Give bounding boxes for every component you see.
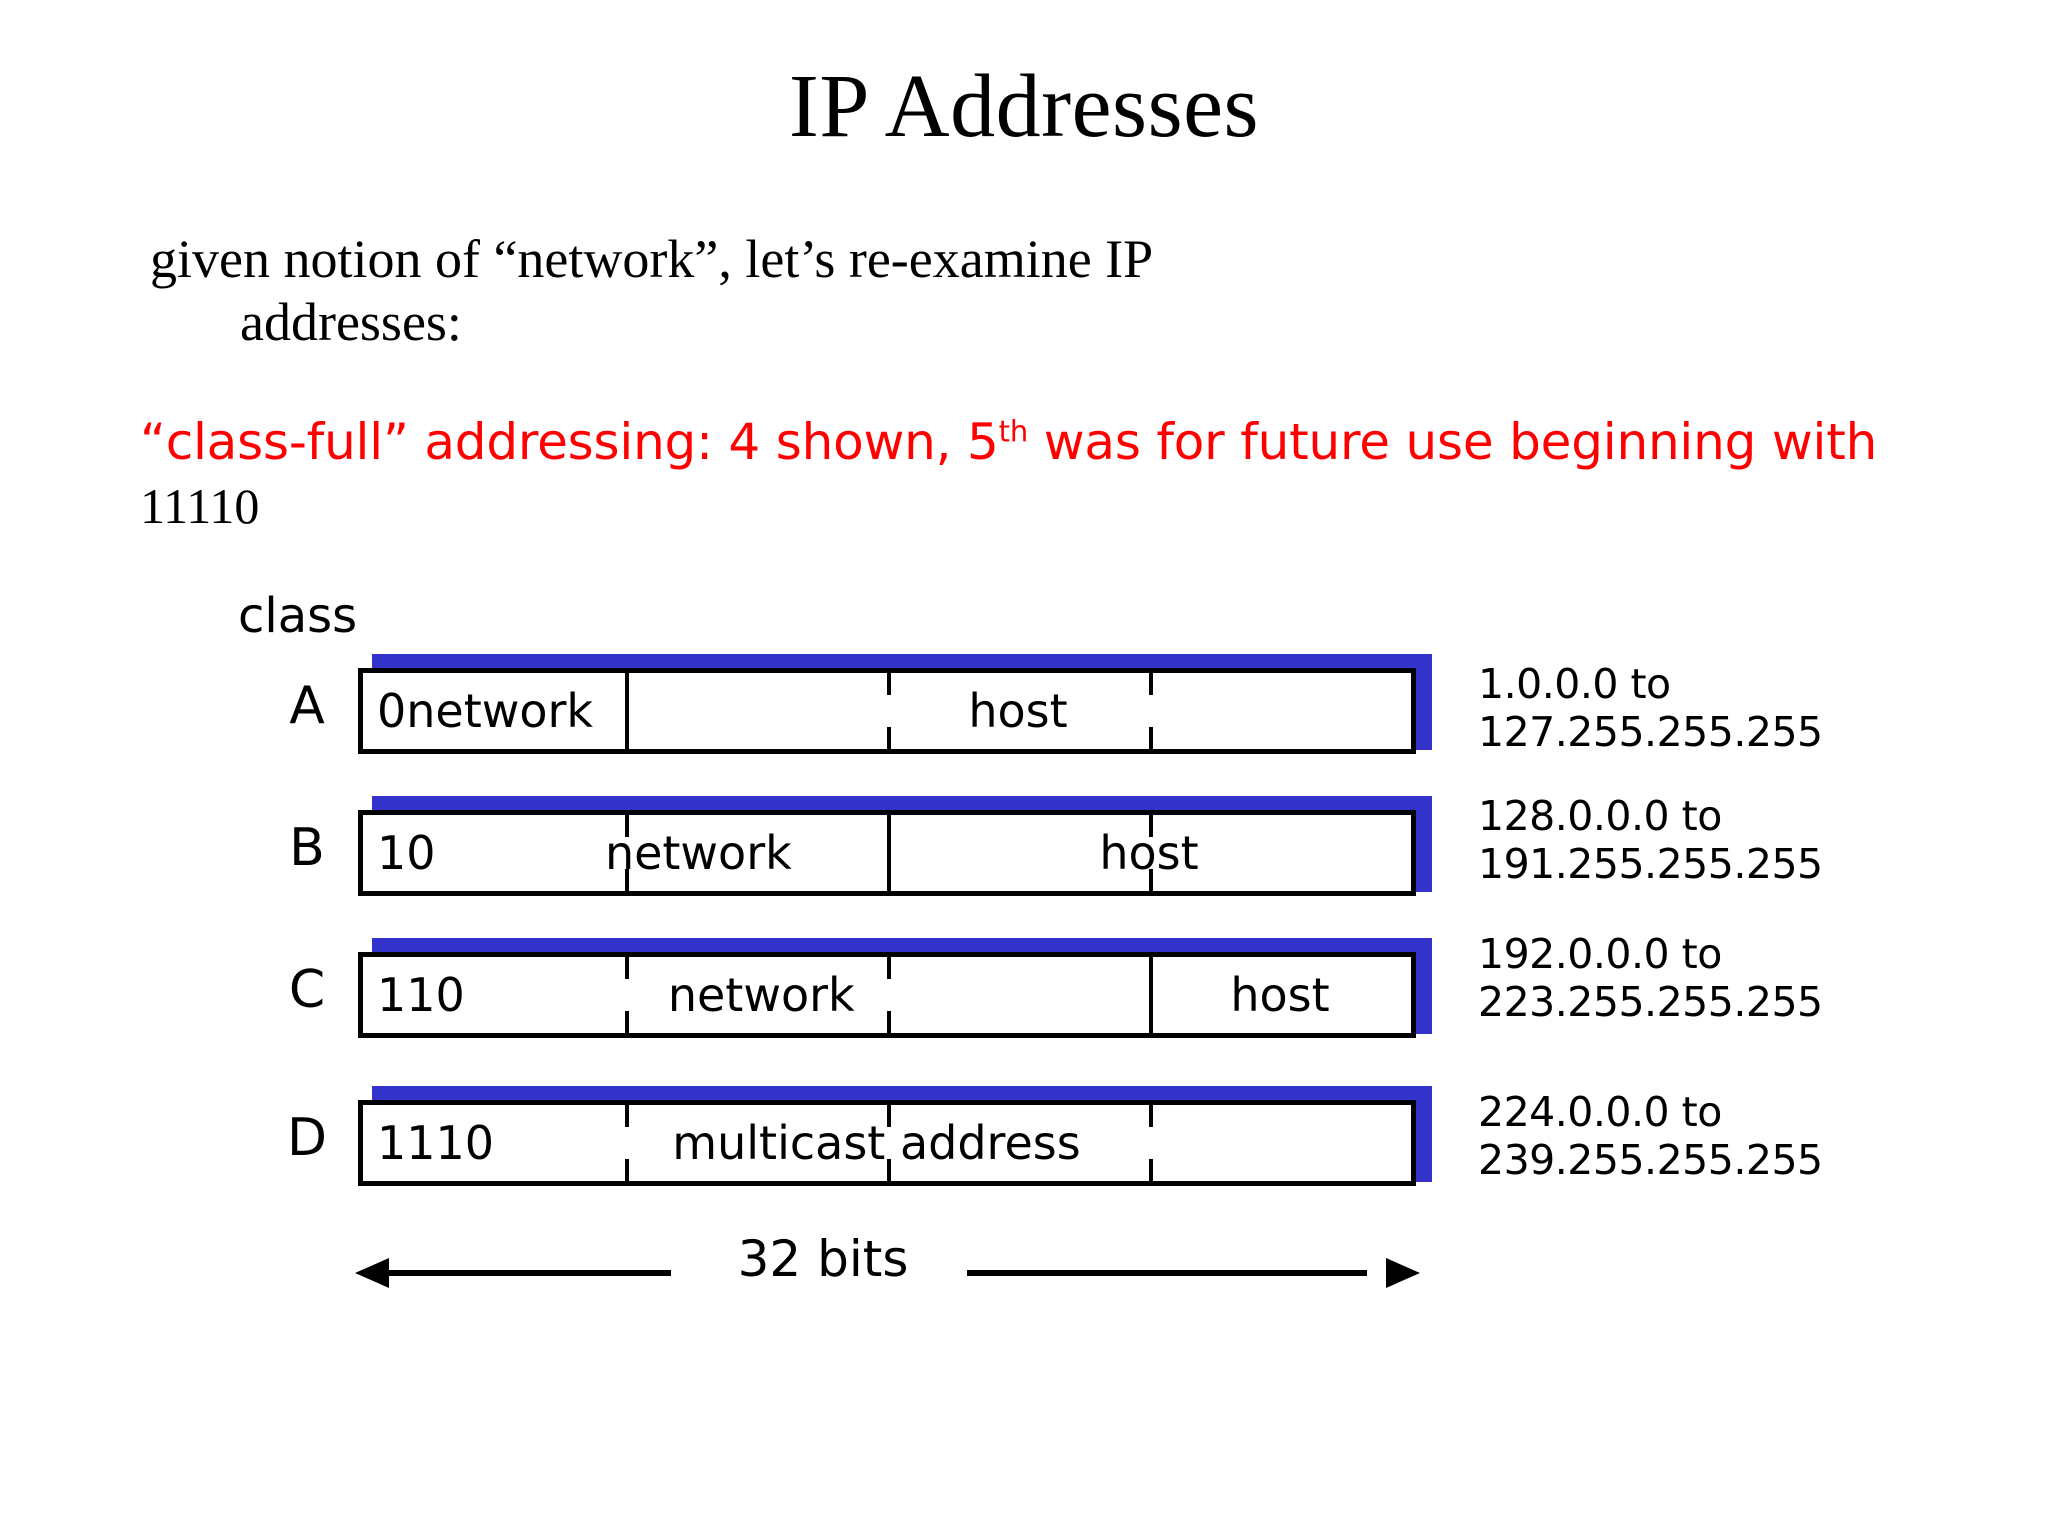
- tick-b-75-bottom: [1149, 869, 1153, 891]
- range-to-d: 239.255.255.255: [1478, 1136, 1823, 1185]
- field-host-c: host: [1230, 968, 1330, 1022]
- range-from-c: 192.0.0.0 to: [1478, 930, 1722, 978]
- tick-a-75-bottom: [1149, 727, 1153, 749]
- intro-line-2: addresses:: [240, 291, 462, 352]
- class-row-a: A 0network host 1.0.0.0 to 127.255.255.2…: [0, 654, 2048, 764]
- field-prefix-a: 0network: [377, 684, 594, 738]
- range-from-a: 1.0.0.0 to: [1478, 660, 1671, 708]
- arrow-line-right: [967, 1270, 1367, 1276]
- class-row-c: C 110 network host 192.0.0.0 to 223.255.…: [0, 930, 2048, 1048]
- field-host-b: host: [1099, 826, 1199, 880]
- arrow-right-icon: [1386, 1258, 1420, 1288]
- address-range-c: 192.0.0.0 to 223.255.255.255: [1478, 930, 1978, 1027]
- tick-a-75-top: [1149, 673, 1153, 695]
- tick-b-25-bottom: [625, 869, 629, 891]
- classfull-ordinal-suffix: th: [998, 414, 1029, 449]
- class-row-d: D 1110 multicast address 224.0.0.0 to 23…: [0, 1086, 2048, 1196]
- classfull-text-part-1: “class-full” addressing: 4 shown, 5: [140, 413, 999, 471]
- range-from-b: 128.0.0.0 to: [1478, 792, 1722, 840]
- address-range-a: 1.0.0.0 to 127.255.255.255: [1478, 660, 1978, 757]
- intro-paragraph: given notion of “network”, let’s re-exam…: [150, 228, 1750, 353]
- tick-c-25-top: [625, 957, 629, 979]
- arrow-line-left: [381, 1270, 671, 1276]
- tick-d-25-top: [625, 1105, 629, 1127]
- tick-c-25-bottom: [625, 1011, 629, 1033]
- intro-line-1: given notion of “network”, let’s re-exam…: [150, 229, 1154, 289]
- bit-width-annotation: 32 bits: [355, 1230, 1420, 1308]
- tick-d-50-bottom: [887, 1159, 891, 1181]
- page-title: IP Addresses: [788, 57, 1260, 156]
- range-to-c: 223.255.255.255: [1478, 978, 1823, 1027]
- tick-d-75-bottom: [1149, 1159, 1153, 1181]
- field-multicast-d: multicast address: [672, 1116, 1081, 1170]
- bit-width-label: 32 bits: [737, 1230, 909, 1288]
- bitfield-box-d: 1110 multicast address: [358, 1100, 1416, 1186]
- field-prefix-c: 110: [377, 968, 465, 1022]
- range-to-a: 127.255.255.255: [1478, 708, 1823, 757]
- tick-d-75-top: [1149, 1105, 1153, 1127]
- address-range-b: 128.0.0.0 to 191.255.255.255: [1478, 792, 1978, 889]
- field-network-b: network: [604, 826, 792, 880]
- tick-b-75-top: [1149, 815, 1153, 837]
- field-divider-b-1: [887, 815, 891, 891]
- address-range-d: 224.0.0.0 to 239.255.255.255: [1478, 1088, 1978, 1185]
- tick-c-50-top: [887, 957, 891, 979]
- bitfield-box-c: 110 network host: [358, 952, 1416, 1038]
- classfull-text-part-2: was for future use beginning with: [1028, 413, 1878, 471]
- class-letter-a: A: [289, 676, 325, 736]
- class-letter-b: B: [289, 818, 325, 878]
- field-divider-a-1: [625, 673, 629, 749]
- classfull-paragraph: “class-full” addressing: 4 shown, 5th wa…: [140, 410, 1940, 538]
- class-row-b: B 10 network host 128.0.0.0 to 191.255.2…: [0, 792, 2048, 906]
- field-prefix-d: 1110: [377, 1116, 495, 1170]
- tick-c-50-bottom: [887, 1011, 891, 1033]
- tick-d-25-bottom: [625, 1159, 629, 1181]
- bitfield-box-a: 0network host: [358, 668, 1416, 754]
- field-network-c: network: [667, 968, 855, 1022]
- class-column-caption: class: [238, 588, 358, 644]
- tick-a-50-top: [887, 673, 891, 695]
- tick-a-50-bottom: [887, 727, 891, 749]
- field-host-a: host: [968, 684, 1068, 738]
- bitfield-box-b: 10 network host: [358, 810, 1416, 896]
- classfull-binary-prefix: 11110: [140, 478, 260, 534]
- range-from-d: 224.0.0.0 to: [1478, 1088, 1722, 1136]
- range-to-b: 191.255.255.255: [1478, 840, 1823, 889]
- tick-d-50-top: [887, 1105, 891, 1127]
- field-prefix-b: 10: [377, 826, 436, 880]
- class-letter-d: D: [286, 1108, 328, 1168]
- tick-b-25-top: [625, 815, 629, 837]
- field-divider-c-1: [1149, 957, 1153, 1033]
- class-letter-c: C: [288, 960, 326, 1020]
